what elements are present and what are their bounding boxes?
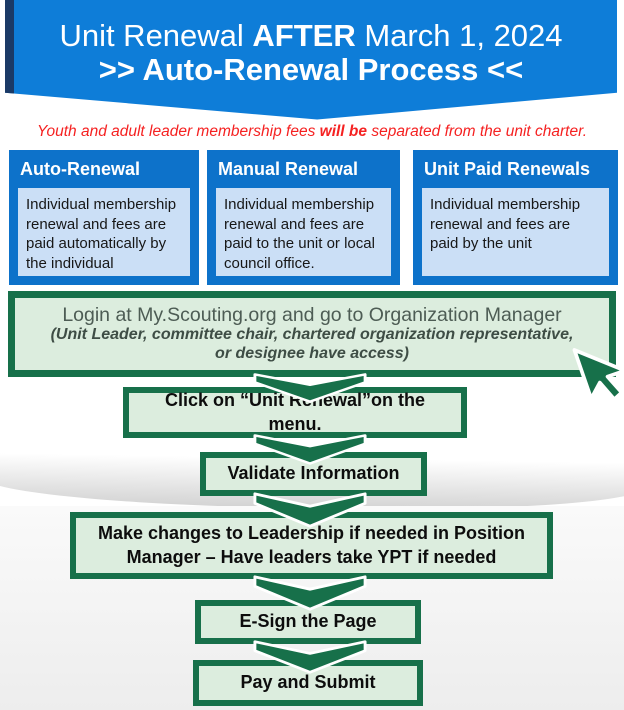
step-label: Make changes to Leadership if needed in … [97, 523, 526, 567]
card-header: Manual Renewal [218, 159, 359, 179]
chevron-down-icon [252, 639, 368, 675]
notice-pre: Youth and adult leader membership fees [37, 123, 320, 140]
chevron-down-icon [252, 491, 368, 529]
card-auto-renewal: Auto-Renewal Individual membership renew… [9, 150, 199, 285]
card-body: Individual membership renewal and fees a… [18, 188, 190, 276]
title-pre: Unit Renewal [59, 18, 253, 53]
step-validate-information-box: Validate Information [200, 452, 427, 496]
card-manual-renewal: Manual Renewal Individual membership ren… [207, 150, 400, 285]
title-banner: Unit Renewal AFTER March 1, 2024 >> Auto… [5, 0, 617, 120]
notice-bold: will be [319, 123, 368, 140]
step-login-note-line-2: or designee have access) [215, 345, 409, 363]
title-line-1: Unit Renewal AFTER March 1, 2024 [5, 19, 617, 53]
banner-left-edge [5, 0, 14, 120]
step-login-text: Login at My.Scouting.org and go to Organ… [62, 303, 562, 326]
card-body: Individual membership renewal and fees a… [422, 188, 609, 276]
chevron-down-icon [252, 574, 368, 612]
card-body: Individual membership renewal and fees a… [216, 188, 391, 276]
step-label: Click on “Unit Renewal”on the menu. [164, 390, 426, 434]
title-bold: AFTER [252, 18, 356, 53]
card-header: Auto-Renewal [20, 159, 141, 179]
card-unit-paid-renewals: Unit Paid Renewals Individual membership… [413, 150, 618, 285]
step-pay-and-submit-box: Pay and Submit [193, 660, 423, 706]
page-title: Unit Renewal AFTER March 1, 2024 >> Auto… [5, 0, 617, 87]
step-esign-box: E-Sign the Page [195, 600, 421, 644]
step-label: Validate Information [227, 463, 400, 484]
membership-fee-notice: Youth and adult leader membership fees w… [0, 123, 624, 141]
title-post: March 1, 2024 [355, 18, 563, 53]
step-login-note-line-1: (Unit Leader, committee chair, chartered… [50, 326, 574, 344]
cursor-arrow-icon [570, 346, 624, 426]
notice-post: separated from the unit charter. [367, 123, 587, 140]
step-label: Pay and Submit [240, 672, 376, 693]
step-label: E-Sign the Page [239, 611, 377, 632]
chevron-down-icon [252, 372, 368, 404]
step-login-box: Login at My.Scouting.org and go to Organ… [8, 291, 616, 377]
chevron-down-icon [252, 433, 368, 466]
card-header: Unit Paid Renewals [424, 159, 591, 179]
title-line-2: >> Auto-Renewal Process << [98, 52, 524, 87]
